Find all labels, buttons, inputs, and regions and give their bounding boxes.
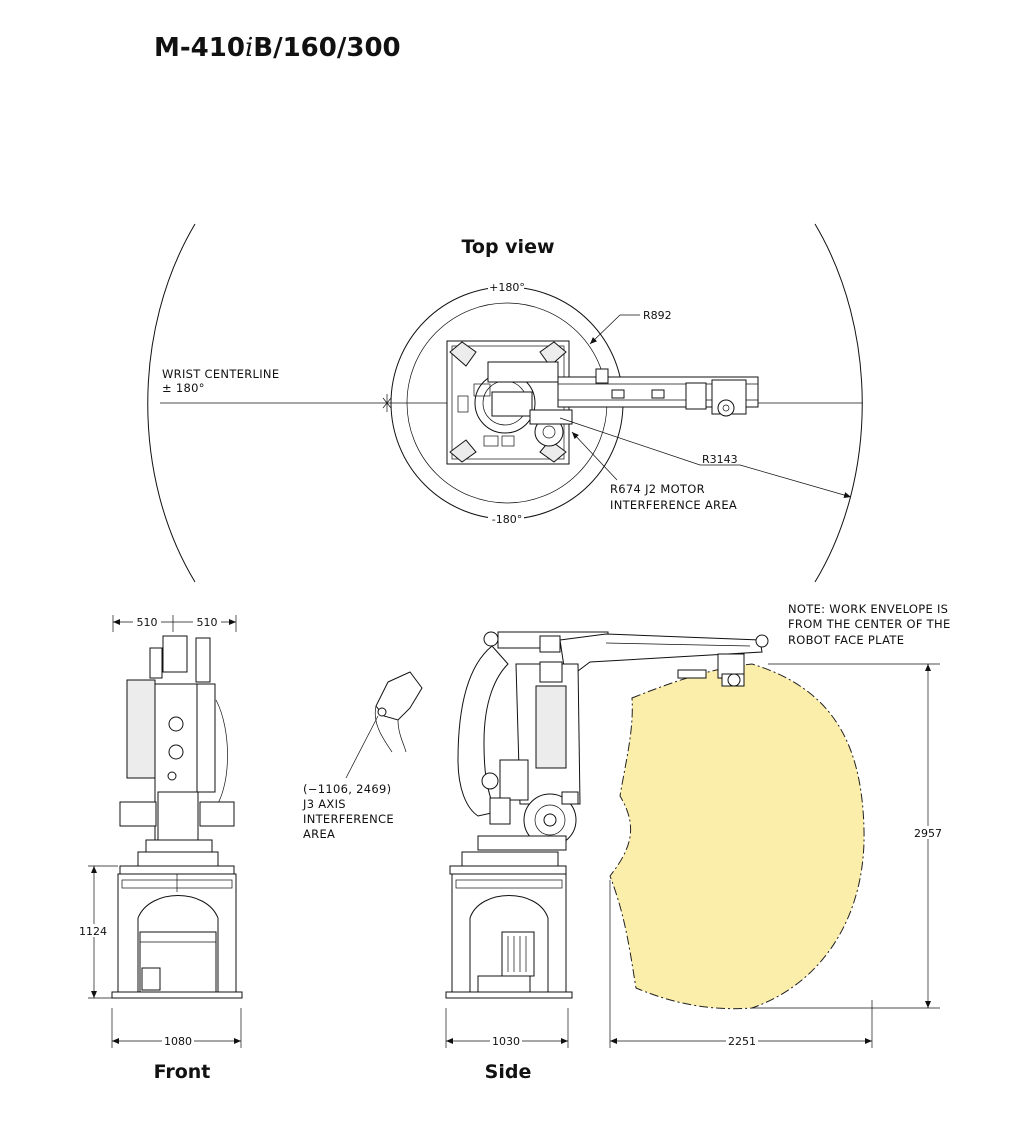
r892-label: R892 <box>643 309 672 322</box>
j3-label-line3: INTERFERENCE <box>303 812 394 826</box>
front-dim-right: 510 <box>197 616 218 629</box>
r674-leader <box>571 431 618 481</box>
j3-label-line1: (−1106, 2469) <box>303 782 391 796</box>
j3-label-line4: AREA <box>303 827 335 841</box>
r3143-leader <box>559 417 852 498</box>
reach-arc-right <box>814 223 863 583</box>
note-line2: FROM THE CENTER OF THE <box>788 617 951 631</box>
front-dim-width: 1080 <box>164 1035 192 1048</box>
reach-arc-left <box>147 223 196 583</box>
front-view-label: Front <box>154 1061 211 1083</box>
r3143-label: R3143 <box>702 453 738 466</box>
work-envelope <box>609 663 865 1010</box>
r674-label-line2: INTERFERENCE AREA <box>610 498 737 512</box>
side-dim-base: 1030 <box>492 1035 520 1048</box>
front-view: 510 510 1124 <box>78 615 243 1083</box>
note-line1: NOTE: WORK ENVELOPE IS <box>788 602 948 616</box>
angle-bottom-label: -180° <box>492 513 522 526</box>
note-line3: ROBOT FACE PLATE <box>788 633 904 647</box>
top-view-label: Top view <box>461 236 554 258</box>
top-view: Top view +180° -180° <box>147 223 863 583</box>
wrist-label-line1: WRIST CENTERLINE <box>162 367 279 381</box>
front-base <box>117 873 237 993</box>
side-view: NOTE: WORK ENVELOPE IS FROM THE CENTER O… <box>445 602 951 1083</box>
front-dim-height: 1124 <box>79 925 107 938</box>
j3-interference: (−1106, 2469) J3 AXIS INTERFERENCE AREA <box>302 671 423 841</box>
page-title: M-410iB/160/300 <box>154 33 401 63</box>
side-dim-height: 2957 <box>914 827 942 840</box>
wrist-label-line2: ± 180° <box>162 381 205 395</box>
j3-label-line2: J3 AXIS <box>302 797 346 811</box>
side-base <box>451 873 567 993</box>
side-view-label: Side <box>485 1061 532 1083</box>
front-dim-left: 510 <box>137 616 158 629</box>
side-dim-reach: 2251 <box>728 1035 756 1048</box>
r892-leader <box>589 314 640 345</box>
r674-label-line1: R674 J2 MOTOR <box>610 482 705 496</box>
angle-top-label: +180° <box>489 281 525 294</box>
